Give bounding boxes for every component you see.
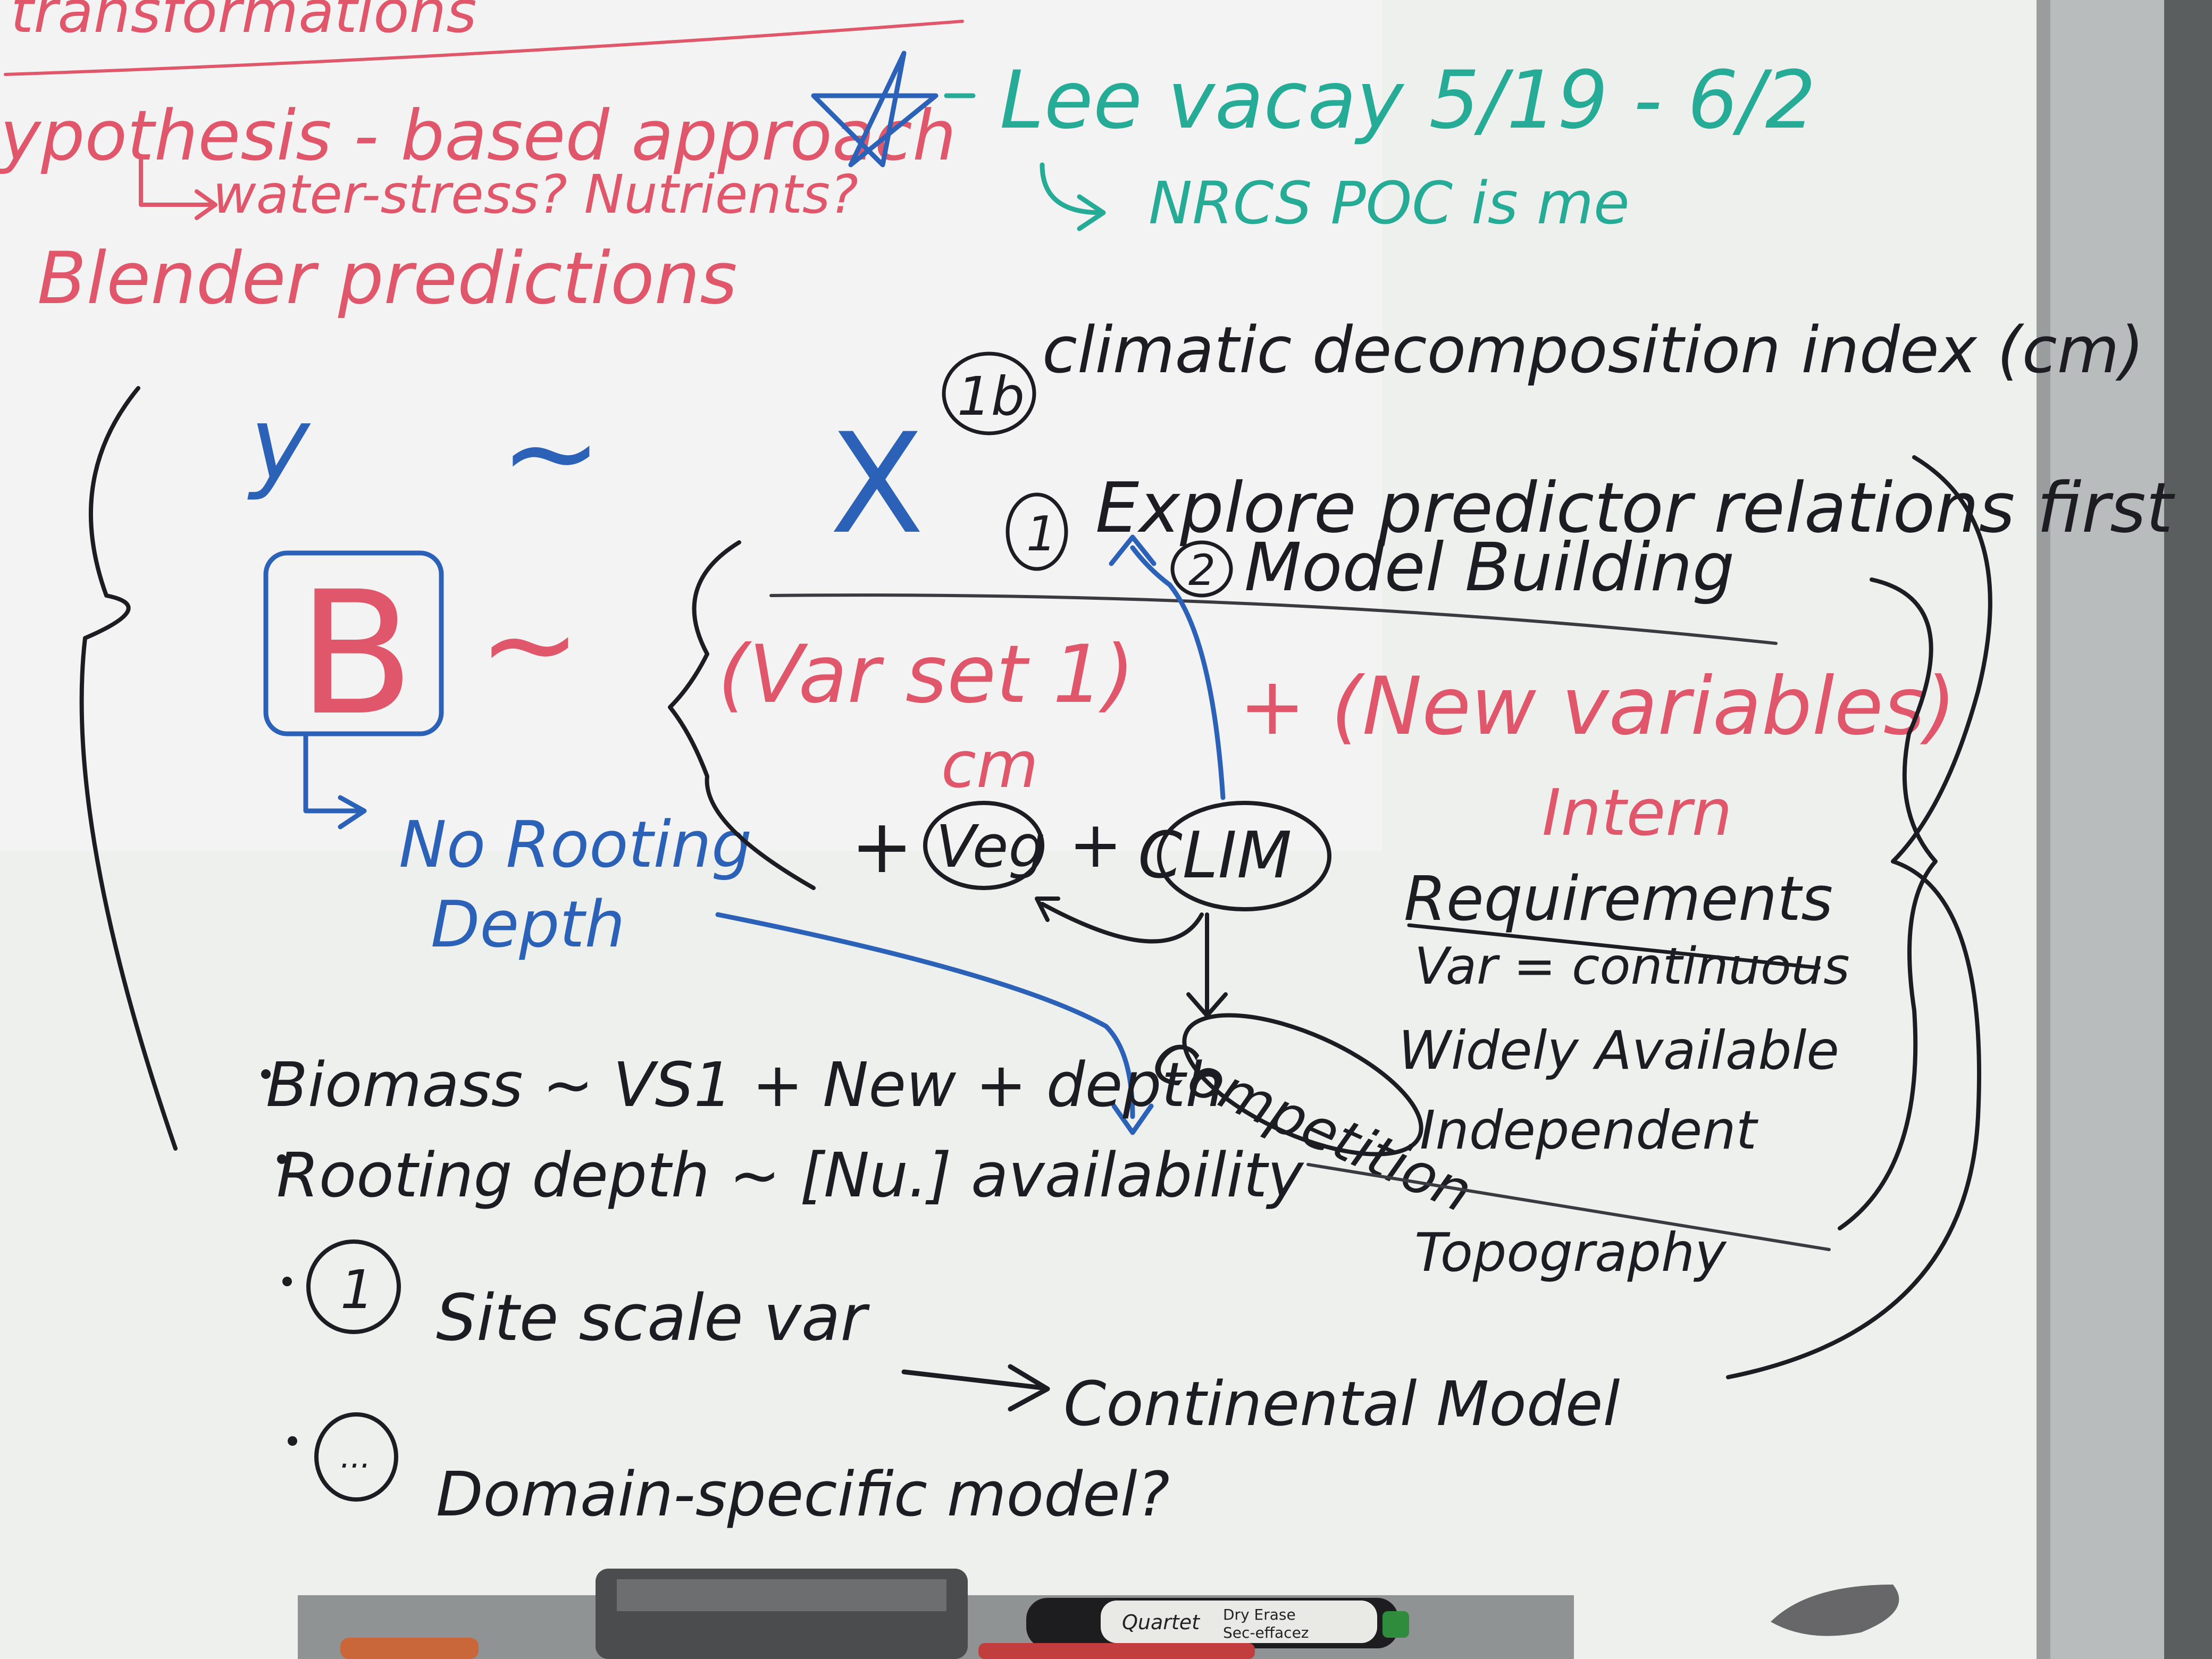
bullet-site: Site scale var (436, 1281, 870, 1355)
step-2-circle (1170, 540, 1233, 598)
marker-type: Dry Erase (1223, 1606, 1296, 1623)
formula-cm: cm (941, 728, 1038, 802)
formula-veg: Veg (936, 812, 1045, 881)
bullet-dot (261, 1069, 271, 1079)
red-marker[interactable] (978, 1643, 1255, 1659)
teal-arrow-icon (1040, 162, 1106, 231)
clim-to-explore-arrow (1109, 534, 1226, 800)
formula-tilde-top: ~ (500, 382, 602, 524)
requirements-line (1306, 1163, 1831, 1251)
model-underline (769, 593, 1778, 645)
bullet-dot (277, 1154, 287, 1164)
requirement-continuous: Var = continuous (1414, 937, 1850, 996)
red-note-blender: Blender predictions (37, 237, 738, 320)
inner-brace (668, 540, 816, 890)
bullet-dot (288, 1436, 297, 1446)
requirement-independent: Independent (1420, 1099, 1759, 1161)
left-brace (79, 386, 178, 1151)
clim-circle (1157, 801, 1331, 911)
dry-erase-marker[interactable]: Quartet Dry Erase Sec-effacez (1026, 1598, 1409, 1648)
tray-orange-object (340, 1638, 479, 1659)
red-note-stress: water-stress? Nutrients? (213, 163, 858, 225)
domain-circle (314, 1412, 398, 1502)
formula-clim: CLIM (1138, 819, 1292, 893)
site-number: 1 (340, 1259, 374, 1321)
rooting-label: No Rooting (399, 808, 752, 882)
star-icon (811, 51, 939, 167)
wall (2164, 0, 2212, 1659)
clim-to-competition-arrow (1186, 912, 1228, 1018)
formula-plus-1: + (851, 803, 913, 890)
b-box (263, 550, 444, 736)
site-to-continental-arrow (901, 1364, 1050, 1412)
red-underline (4, 20, 964, 76)
teal-note-lee: Lee vacay 5/19 - 6/2 (1000, 54, 1816, 147)
formula-y: y (247, 385, 311, 502)
formula-varset: (Var set 1) (718, 629, 1135, 721)
right-brace-inner (1838, 577, 1938, 1230)
bullet-biomass: Biomass ~ VS1 + New + depth (266, 1050, 1224, 1121)
step-1b-circle (942, 351, 1036, 435)
veg-circle (923, 801, 1044, 890)
formula-x: X (830, 404, 924, 565)
marker-brand: Quartet (1122, 1611, 1201, 1634)
ink-smudge (1771, 1585, 1899, 1636)
clim-to-veg-arrow (1035, 896, 1204, 944)
bullet-domain: Domain-specific model? (436, 1459, 1170, 1530)
step-1-circle (1006, 492, 1068, 571)
step-1b-number: 1b (957, 365, 1025, 428)
competition-oval (1182, 1013, 1423, 1157)
depth-label: Depth (431, 888, 625, 962)
formula-tilde-mid: ~ (479, 573, 581, 715)
step-2-number: 2 (1188, 546, 1216, 595)
requirement-available: Widely Available (1398, 1019, 1839, 1082)
formula-new-variables: + (New variables) (1239, 660, 1956, 753)
board-glare (0, 0, 1382, 851)
formula-b: B (298, 555, 415, 753)
requirements-title: Requirements (1404, 864, 1833, 935)
formula-plus-2: + (1069, 808, 1122, 882)
red-arrow (139, 157, 217, 220)
right-brace-outer (1726, 455, 1992, 1379)
red-note-hypothesis: ypothesis - based approach (0, 95, 956, 176)
frame-edge (2037, 0, 2050, 1659)
bullet-rooting: Rooting depth ~ [Nu.] availability (276, 1140, 1304, 1211)
step-1-number: 1 (1026, 506, 1057, 562)
requirements-underline (1407, 923, 1821, 970)
marker-type-fr: Sec-effacez (1223, 1624, 1309, 1641)
red-note-transformations: transformations (11, 0, 477, 46)
site-circle (306, 1239, 401, 1334)
eraser-felt (617, 1579, 946, 1611)
bullet-continental: Continental Model (1063, 1369, 1620, 1440)
step-2-text: Model Building (1244, 529, 1735, 606)
depth-arrow (715, 912, 1154, 1135)
board-frame-right (2037, 0, 2164, 1659)
requirement-topography: Topography (1414, 1221, 1727, 1284)
step-1-text: Explore predictor relations first (1095, 467, 2175, 548)
b-arrow (303, 731, 367, 830)
bullet-dot (282, 1277, 292, 1286)
domain-number: ... (340, 1438, 371, 1476)
teal-note-nrcs: NRCS POC is me (1149, 169, 1630, 237)
step-1b-text: climatic decomposition index (cm) (1042, 314, 2144, 388)
formula-intern: Intern (1542, 776, 1732, 850)
